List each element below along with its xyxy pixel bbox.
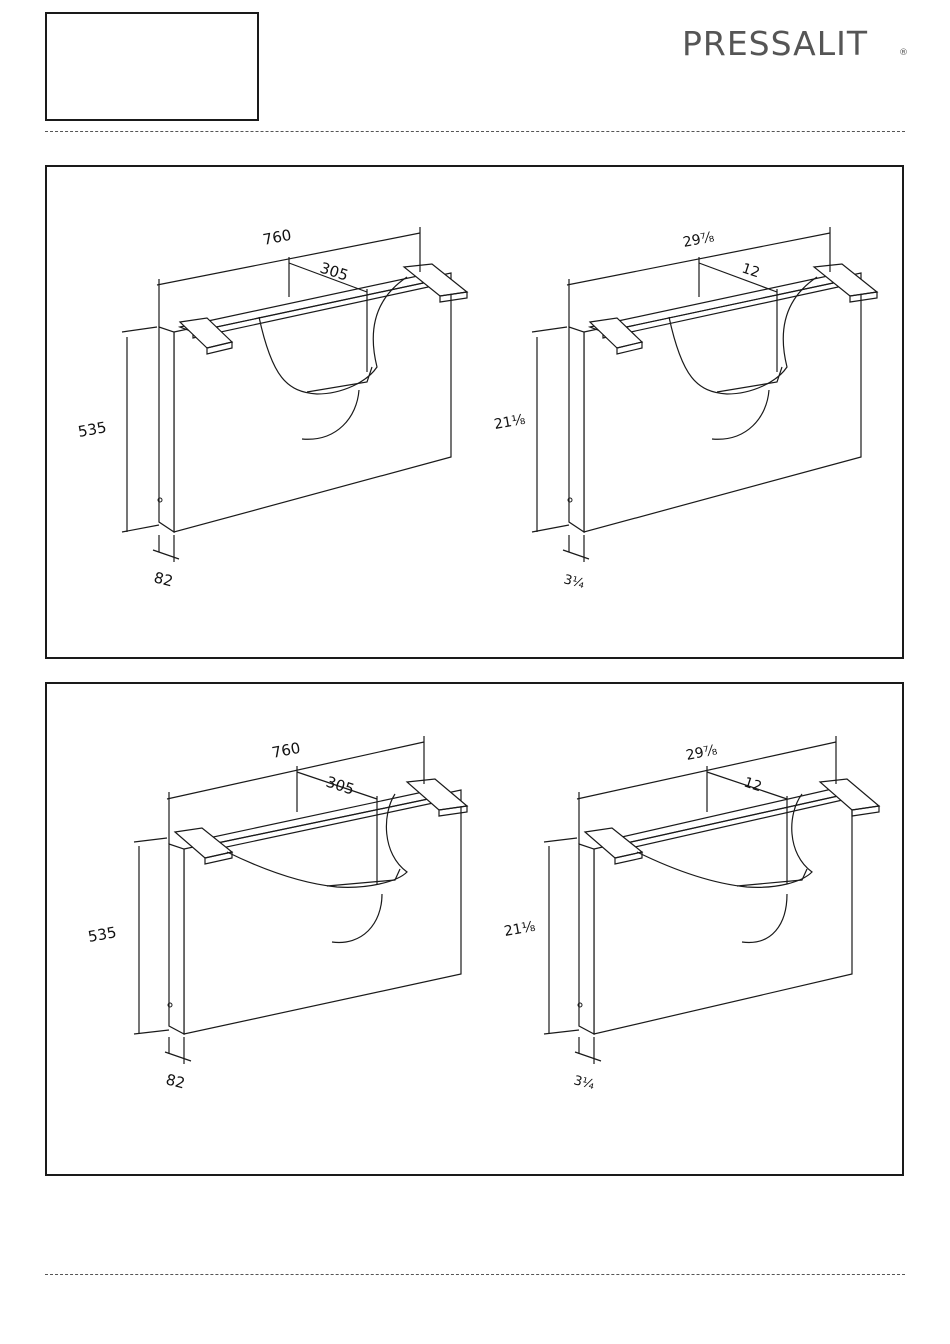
dim-height: 21⅛	[493, 412, 527, 433]
dim-depth: 82	[152, 568, 175, 590]
dim-width: 29⅞	[682, 229, 716, 251]
dim-depth: 3¼	[562, 572, 586, 592]
dim-width: 29⅞	[685, 742, 719, 764]
dim-width: 760	[270, 739, 302, 762]
dim-offset: 12	[742, 775, 764, 796]
dim-height: 535	[77, 418, 108, 441]
dim-height: 535	[87, 923, 118, 946]
panel-2: 760 305 535 82 29⅞ 12 21⅛ 3¼	[45, 682, 904, 1176]
logo-text: PRESSALIT	[682, 24, 868, 64]
registered-mark: ®	[899, 48, 908, 58]
bracket-drawing-imperial: 29⅞ 12 21⅛ 3¼	[477, 217, 897, 617]
bracket-drawing-metric: 760 305 535 82	[67, 217, 487, 617]
bracket-drawing-metric: 760 305 535 82	[77, 734, 497, 1134]
pressalit-logo: PRESSALIT ®	[682, 24, 912, 64]
dim-offset: 305	[324, 773, 357, 799]
top-divider	[45, 131, 905, 132]
dim-depth: 3¼	[572, 1073, 596, 1093]
panel-1: 760 305 535 82 29⅞ 12 21⅛ 3¼	[45, 165, 904, 659]
dim-depth: 82	[164, 1070, 187, 1092]
bottom-divider	[45, 1274, 905, 1275]
dim-width: 760	[261, 226, 293, 249]
label-box	[45, 12, 259, 121]
dim-height: 21⅛	[503, 919, 537, 940]
dim-offset: 305	[318, 259, 351, 285]
dim-offset: 12	[740, 261, 762, 282]
bracket-drawing-imperial: 29⅞ 12 21⅛ 3¼	[487, 734, 897, 1134]
